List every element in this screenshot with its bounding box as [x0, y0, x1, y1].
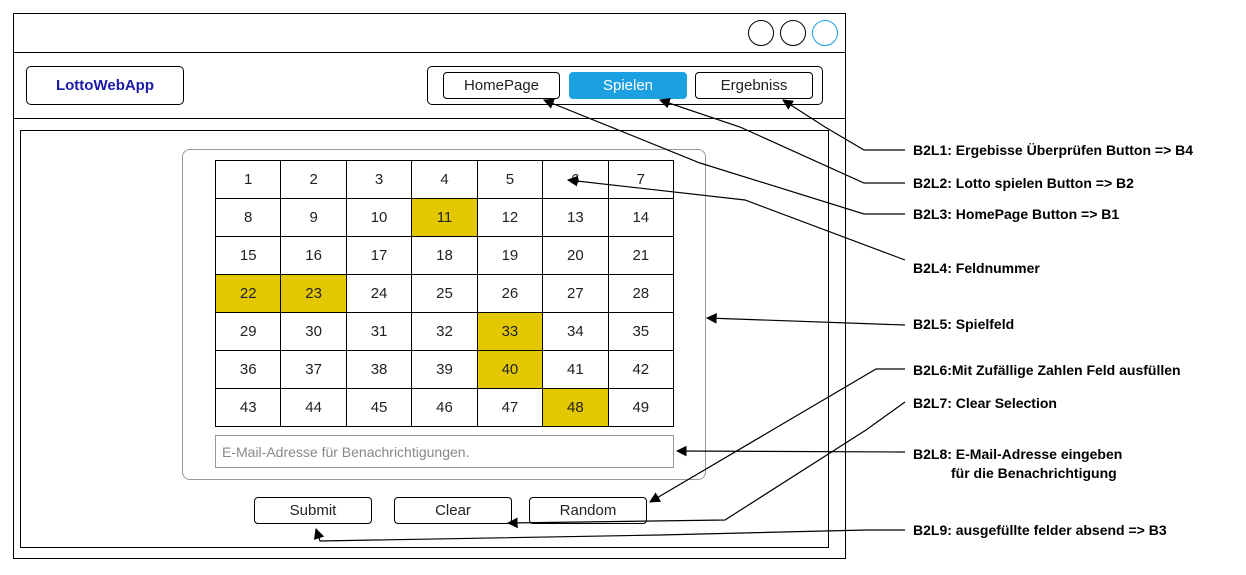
nav-homepage-button[interactable]: HomePage [443, 72, 560, 99]
grid-cell-42[interactable]: 42 [608, 351, 674, 389]
spielfeld-container [182, 149, 706, 480]
grid-cell-28[interactable]: 28 [608, 275, 674, 313]
grid-cell-8[interactable]: 8 [216, 199, 282, 237]
random-button[interactable]: Random [529, 497, 647, 524]
grid-cell-14[interactable]: 14 [608, 199, 674, 237]
window-control-circle-2[interactable] [780, 20, 806, 46]
grid-cell-19[interactable]: 19 [477, 237, 544, 275]
grid-cell-23[interactable]: 23 [281, 275, 347, 313]
grid-cell-27[interactable]: 27 [543, 275, 609, 313]
window-control-circle-1[interactable] [748, 20, 774, 46]
annotation-b2l6: B2L6:Mit Zufällige Zahlen Feld ausfüllen [913, 362, 1181, 378]
grid-cell-45[interactable]: 45 [346, 389, 413, 427]
nav-ergebniss-button[interactable]: Ergebniss [695, 72, 813, 99]
arrow-b2l5 [705, 312, 906, 326]
grid-cell-43[interactable]: 43 [216, 389, 282, 427]
annotation-b2l3: B2L3: HomePage Button => B1 [913, 206, 1120, 222]
grid-cell-5[interactable]: 5 [477, 161, 544, 199]
grid-cell-11[interactable]: 11 [412, 199, 478, 237]
grid-cell-31[interactable]: 31 [346, 313, 413, 351]
grid-cell-24[interactable]: 24 [346, 275, 413, 313]
window-titlebar [13, 13, 846, 53]
clear-button[interactable]: Clear [394, 497, 512, 524]
grid-cell-18[interactable]: 18 [412, 237, 478, 275]
arrow-b2l1 [782, 99, 905, 151]
grid-cell-29[interactable]: 29 [216, 313, 282, 351]
grid-cell-1[interactable]: 1 [216, 161, 282, 199]
grid-cell-17[interactable]: 17 [346, 237, 413, 275]
grid-cell-49[interactable]: 49 [608, 389, 674, 427]
grid-cell-35[interactable]: 35 [608, 313, 674, 351]
grid-cell-12[interactable]: 12 [477, 199, 544, 237]
nav-bar [427, 66, 823, 105]
grid-cell-34[interactable]: 34 [543, 313, 609, 351]
grid-cell-37[interactable]: 37 [281, 351, 347, 389]
grid-cell-40[interactable]: 40 [477, 351, 544, 389]
grid-cell-2[interactable]: 2 [281, 161, 347, 199]
annotation-b2l7: B2L7: Clear Selection [913, 395, 1057, 411]
grid-cell-47[interactable]: 47 [477, 389, 544, 427]
arrow-b2l2 [658, 97, 905, 184]
grid-cell-36[interactable]: 36 [216, 351, 282, 389]
grid-cell-25[interactable]: 25 [412, 275, 478, 313]
grid-cell-9[interactable]: 9 [281, 199, 347, 237]
arrow-b2l8 [675, 445, 906, 457]
annotation-b2l5: B2L5: Spielfeld [913, 316, 1015, 332]
grid-cell-7[interactable]: 7 [608, 161, 674, 199]
grid-cell-26[interactable]: 26 [477, 275, 544, 313]
grid-cell-41[interactable]: 41 [543, 351, 609, 389]
grid-cell-13[interactable]: 13 [543, 199, 609, 237]
grid-cell-3[interactable]: 3 [346, 161, 413, 199]
grid-cell-16[interactable]: 16 [281, 237, 347, 275]
grid-cell-4[interactable]: 4 [412, 161, 478, 199]
annotation-b2l2: B2L2: Lotto spielen Button => B2 [913, 175, 1134, 191]
grid-cell-30[interactable]: 30 [281, 313, 347, 351]
grid-cell-46[interactable]: 46 [412, 389, 478, 427]
content-area [20, 130, 829, 548]
grid-cell-10[interactable]: 10 [346, 199, 413, 237]
app-logo: LottoWebApp [26, 66, 184, 105]
grid-cell-20[interactable]: 20 [543, 237, 609, 275]
submit-button[interactable]: Submit [254, 497, 372, 524]
arrow-b2l9 [313, 527, 905, 542]
grid-cell-48[interactable]: 48 [543, 389, 609, 427]
annotation-b2l1: B2L1: Ergebisse Überprüfen Button => B4 [913, 142, 1194, 158]
grid-cell-33[interactable]: 33 [477, 313, 544, 351]
grid-cell-38[interactable]: 38 [346, 351, 413, 389]
grid-cell-22[interactable]: 22 [216, 275, 282, 313]
annotation-b2l8: B2L8: E-Mail-Adresse eingeben [913, 446, 1123, 462]
grid-cell-44[interactable]: 44 [281, 389, 347, 427]
grid-cell-15[interactable]: 15 [216, 237, 282, 275]
annotation-b2l8-line2: für die Benachrichtigung [951, 465, 1117, 481]
grid-cell-21[interactable]: 21 [608, 237, 674, 275]
nav-spielen-button[interactable]: Spielen [569, 72, 687, 99]
grid-cell-32[interactable]: 32 [412, 313, 478, 351]
annotation-b2l4: B2L4: Feldnummer [913, 260, 1040, 276]
email-input[interactable] [215, 435, 674, 468]
grid-cell-39[interactable]: 39 [412, 351, 478, 389]
arrow-b2l3 [542, 98, 905, 215]
arrow-b2l6 [649, 368, 905, 503]
window-control-circle-3[interactable] [812, 20, 838, 46]
arrow-b2l4 [566, 175, 906, 261]
arrow-b2l7 [506, 401, 906, 529]
annotation-b2l9: B2L9: ausgefüllte felder absend => B3 [913, 522, 1167, 538]
